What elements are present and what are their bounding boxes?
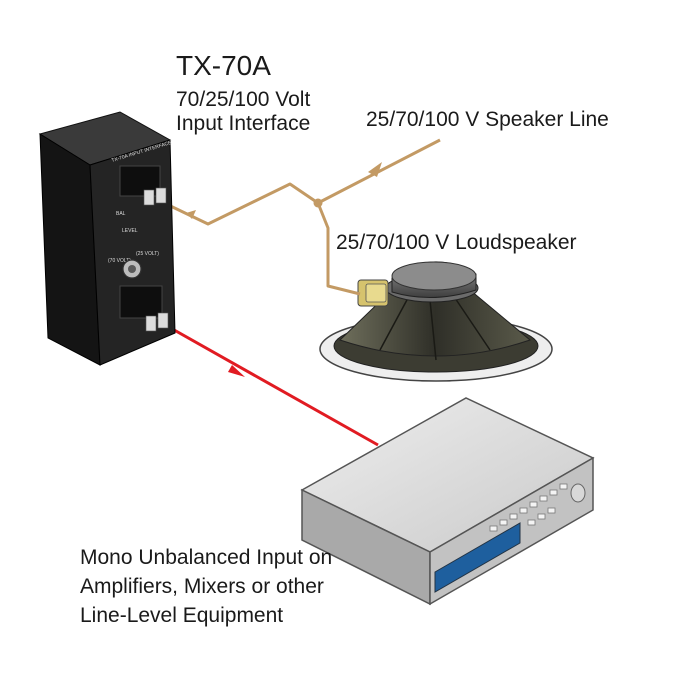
svg-text:BAL: BAL [116,211,126,217]
loudspeaker-icon [319,261,553,382]
output-label-line: Mono Unbalanced Input on [80,546,333,569]
speaker-wire [159,138,441,296]
device-model-title: TX-70A [176,50,271,81]
wire-junction [313,198,323,208]
display-panel [434,522,521,593]
speaker-wire-arrow-icon [186,210,196,219]
amplifier-icon [300,397,595,606]
signal-wire [159,320,379,447]
loudspeaker-label: 25/70/100 V Loudspeaker [336,231,577,254]
svg-text:(25 VOLT): (25 VOLT) [136,251,159,257]
front-panel-buttons [489,483,568,532]
output-equipment-label: Mono Unbalanced Input on Amplifiers, Mix… [80,544,332,630]
speaker-line-arrow-icon [368,162,382,177]
device-description-line: Input Interface [176,111,311,135]
device-description-line: 70/25/100 Volt [176,88,311,111]
svg-text:(70 VOLT): (70 VOLT) [108,258,131,264]
signal-arrow-icon [228,365,245,377]
output-label-line: Amplifiers, Mixers or other [80,574,324,598]
output-label-line: Line-Level Equipment [80,603,284,627]
tx-70a-icon: TX-70A INPUT INTERFACE BAL LEVEL (70 VOL… [38,111,176,366]
svg-text:LEVEL: LEVEL [122,228,138,234]
volume-knob [570,483,586,503]
speaker-line-label: 25/70/100 V Speaker Line [366,108,609,131]
device-description: 70/25/100 Volt Input Interface [176,88,310,135]
